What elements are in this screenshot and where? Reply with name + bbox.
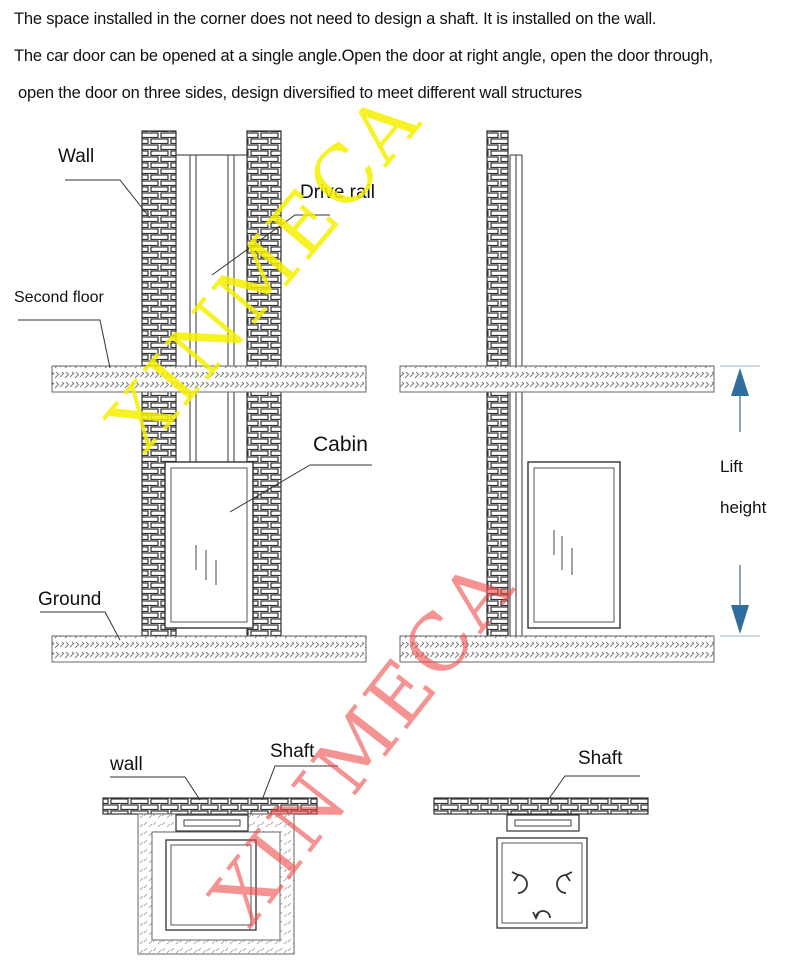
shaft-right-label: Shaft: [578, 748, 623, 769]
plan-rail-block-right: [506, 814, 580, 832]
wall-plan-label: wall: [109, 754, 143, 775]
ground-slab: [51, 635, 367, 663]
front-elevation: Wall Drive rail Second floor Cabin Groun…: [14, 130, 375, 663]
ground-label: Ground: [38, 589, 101, 610]
plan-leader-lines: [110, 765, 338, 801]
leader-lines: [18, 179, 372, 641]
side-cabin: [527, 461, 621, 629]
intro-line-3: open the door on three sides, design div…: [18, 84, 582, 102]
side-rail: [509, 154, 523, 636]
plan-wall-right: [433, 797, 649, 815]
plan-view-three-doors: Shaft: [433, 748, 649, 929]
door-opening-arrows: [511, 871, 573, 921]
lift-height-guides: [720, 365, 760, 637]
intro-line-1: The space installed in the corner does n…: [14, 10, 657, 28]
lift-height-label-2: height: [720, 498, 767, 517]
left-door-arrow-icon: [517, 874, 528, 894]
side-elevation: Lift height: [399, 130, 767, 663]
lift-height-arrow-down: [731, 565, 749, 634]
wall-label: Wall: [58, 146, 94, 167]
lift-height-arrow-up: [731, 368, 749, 432]
drive-rail-label: Drive rail: [300, 182, 375, 203]
plan-view-with-shaft: wall Shaft: [102, 741, 338, 955]
side-second-floor-slab: [399, 365, 715, 393]
lift-height-label-1: Lift: [720, 457, 743, 476]
cabin-label: Cabin: [313, 433, 368, 456]
intro-line-2: The car door can be opened at a single a…: [14, 47, 713, 65]
plan-cabin: [165, 839, 257, 931]
plan-rail-block: [175, 814, 249, 832]
second-floor-slab: [51, 365, 367, 393]
plan-cabin-right: [496, 837, 588, 929]
shaft-left-label: Shaft: [270, 741, 315, 762]
right-door-arrow-icon: [556, 874, 567, 894]
cabin: [164, 461, 254, 629]
second-floor-label: Second floor: [14, 289, 105, 306]
drive-rail: [176, 154, 247, 462]
side-ground-slab: [399, 635, 715, 663]
